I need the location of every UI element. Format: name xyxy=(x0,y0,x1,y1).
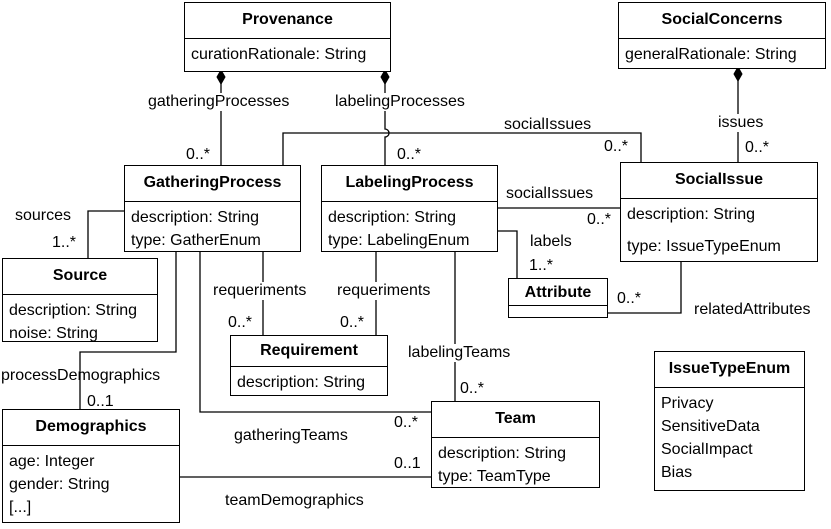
attribute: description: String xyxy=(131,209,260,226)
attribute: curationRationale: String xyxy=(191,46,367,63)
class-name: Source xyxy=(3,259,157,295)
class-name: Team xyxy=(432,402,599,438)
multiplicity-label: 0..* xyxy=(460,380,485,397)
class-name: SocialIssue xyxy=(621,163,817,199)
assoc-social-issues-top xyxy=(282,132,642,165)
composition-diamond xyxy=(380,68,390,86)
class-name: GatheringProcess xyxy=(125,166,300,202)
multiplicity-label: 0..* xyxy=(186,146,211,163)
role-label: relatedAttributes xyxy=(694,301,811,318)
role-label: labelingTeams xyxy=(406,344,513,362)
role-label: socialIssues xyxy=(504,116,592,133)
class-social-issue[interactable]: SocialIssue description: String type: Is… xyxy=(620,162,818,262)
class-attributes: description: String type: LabelingEnum xyxy=(322,202,497,256)
attribute: description: String xyxy=(328,209,457,226)
composition-diamond xyxy=(216,68,226,86)
class-name: Attribute xyxy=(509,279,607,306)
multiplicity-label: 0..1 xyxy=(87,393,114,410)
class-name: IssueTypeEnum xyxy=(655,352,804,388)
role-label: processDemographics xyxy=(1,367,161,384)
multiplicity-label: 0..1 xyxy=(394,455,421,472)
attribute: generalRationale: String xyxy=(625,46,797,63)
role-label: gatheringProcesses xyxy=(146,93,292,111)
multiplicity-label: 1..* xyxy=(529,257,554,274)
class-gathering-process[interactable]: GatheringProcess description: String typ… xyxy=(124,165,301,252)
attribute: type: IssueTypeEnum xyxy=(627,238,781,255)
attribute: description: String xyxy=(9,302,138,319)
role-label: requeriments xyxy=(335,282,433,300)
class-attributes: description: String type: GatherEnum xyxy=(125,202,300,256)
class-attribute[interactable]: Attribute xyxy=(508,278,608,318)
class-provenance[interactable]: Provenance curationRationale: String xyxy=(184,2,391,72)
assoc-sources xyxy=(87,210,124,258)
enum-literal: SocialImpact xyxy=(661,441,753,458)
role-label: sources xyxy=(15,207,72,224)
attribute: description: String xyxy=(438,445,567,462)
enum-literal: Bias xyxy=(661,464,693,481)
class-requirement[interactable]: Requirement description: String xyxy=(230,335,388,396)
class-attributes: age: Integer gender: String [...] xyxy=(3,446,179,523)
attribute: noise: String xyxy=(9,325,98,342)
role-label: gatheringTeams xyxy=(234,427,348,444)
assoc-process-demographics xyxy=(79,252,177,409)
multiplicity-label: 0..* xyxy=(394,414,419,431)
role-label: issues xyxy=(716,114,766,132)
class-issue-type-enum[interactable]: IssueTypeEnum Privacy SensitiveData Soci… xyxy=(654,351,805,491)
class-name: Provenance xyxy=(185,3,390,39)
class-attributes: description: String type: TeamType xyxy=(432,438,599,492)
attribute: description: String xyxy=(237,374,366,391)
class-attributes: description: String xyxy=(231,367,387,398)
role-label: socialIssues xyxy=(506,185,594,202)
multiplicity-label: 0..* xyxy=(340,314,365,331)
role-label: labels xyxy=(530,233,572,250)
class-attributes: description: String type: IssueTypeEnum xyxy=(621,199,817,263)
class-demographics[interactable]: Demographics age: Integer gender: String… xyxy=(2,409,180,523)
attribute: gender: String xyxy=(9,476,110,493)
multiplicity-label: 1..* xyxy=(52,234,77,251)
class-name: LabelingProcess xyxy=(322,166,497,202)
class-social-concerns[interactable]: SocialConcerns generalRationale: String xyxy=(618,2,826,69)
assoc-related-attributes xyxy=(608,262,682,314)
assoc-gathering-teams xyxy=(199,252,431,413)
class-team[interactable]: Team description: String type: TeamType xyxy=(431,401,600,488)
multiplicity-label: 0..* xyxy=(745,139,770,156)
attribute: description: String xyxy=(627,206,756,223)
attribute: type: LabelingEnum xyxy=(328,232,470,249)
assoc-labeling-processes xyxy=(384,72,390,165)
class-attributes: curationRationale: String xyxy=(185,39,390,70)
class-name: SocialConcerns xyxy=(619,3,825,39)
multiplicity-label: 0..* xyxy=(228,314,253,331)
multiplicity-label: 0..* xyxy=(604,138,629,155)
class-source[interactable]: Source description: String noise: String xyxy=(2,258,158,342)
multiplicity-label: 0..* xyxy=(397,146,422,163)
attribute: age: Integer xyxy=(9,453,95,470)
assoc-labels xyxy=(498,230,518,278)
enum-literal: SensitiveData xyxy=(661,418,760,435)
class-name: Requirement xyxy=(231,336,387,367)
role-label: teamDemographics xyxy=(225,492,364,509)
multiplicity-label: 0..* xyxy=(587,211,612,228)
multiplicity-label: 0..* xyxy=(617,290,642,307)
composition-diamond xyxy=(733,65,743,83)
role-label: requeriments xyxy=(211,282,309,300)
enum-literals: Privacy SensitiveData SocialImpact Bias xyxy=(655,388,804,488)
attribute: type: TeamType xyxy=(438,468,551,485)
role-label: labelingProcesses xyxy=(333,93,467,111)
class-attributes: description: String noise: String xyxy=(3,295,157,349)
attribute: type: GatherEnum xyxy=(131,232,261,249)
attribute: [...] xyxy=(9,499,32,516)
enum-literal: Privacy xyxy=(661,395,714,412)
class-name: Demographics xyxy=(3,410,179,446)
class-attributes: generalRationale: String xyxy=(619,39,825,70)
class-labeling-process[interactable]: LabelingProcess description: String type… xyxy=(321,165,498,252)
